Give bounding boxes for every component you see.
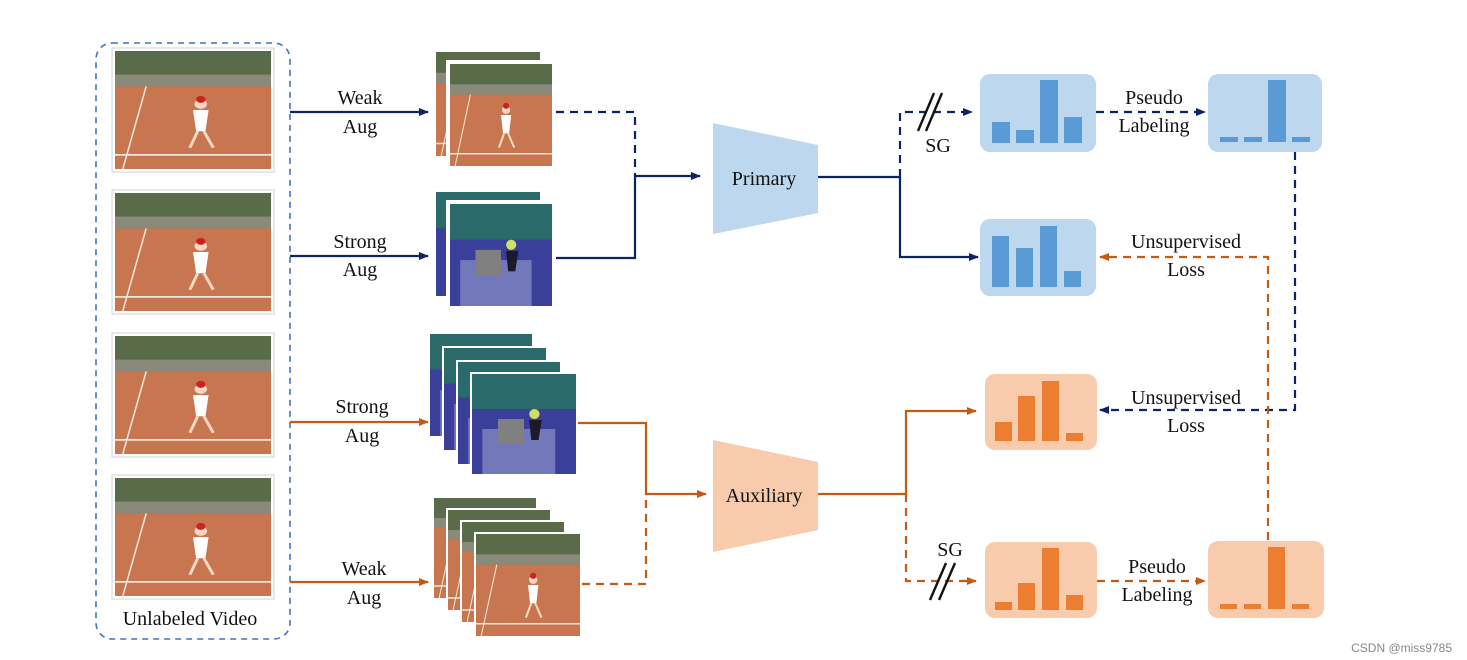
- weak-aug-top-line2: Aug: [343, 116, 377, 138]
- video-frame-2: [111, 189, 275, 315]
- primary-weak-distribution-icon: [980, 74, 1096, 152]
- auxiliary-model-shape: [713, 440, 818, 552]
- sg-bottom-label: SG: [937, 539, 963, 561]
- strong-aug-bottom-line2: Aug: [345, 425, 379, 447]
- primary-model-label: Primary: [732, 168, 796, 190]
- auxiliary-model-label: Auxiliary: [726, 485, 803, 507]
- weak-bottom-to-auxiliary-dashed: [582, 494, 648, 586]
- unsupervised-loss-top-line1: Unsupervised: [1131, 231, 1241, 253]
- weak-aug-bottom-stack: [432, 496, 582, 638]
- watermark: CSDN @miss9785: [1351, 641, 1452, 655]
- unsupervised-loss-bottom-line1: Unsupervised: [1131, 387, 1241, 409]
- aux-pseudo-to-primary-loss: [1099, 253, 1270, 540]
- video-frame-1: [111, 47, 275, 173]
- auxiliary-sg-branch: [904, 494, 977, 585]
- primary-sg-branch: [898, 108, 973, 177]
- weak-aug-bottom-line2: Aug: [347, 587, 381, 609]
- strong-aug-top-line2: Aug: [343, 259, 377, 281]
- unsupervised-loss-bottom-line2: Loss: [1167, 415, 1205, 437]
- strong-aug-bottom-line1: Strong: [335, 396, 388, 418]
- unsupervised-loss-top-line2: Loss: [1167, 259, 1205, 281]
- sg-bottom-double-slash-icon: [928, 562, 957, 601]
- video-frame-4: [111, 474, 275, 600]
- pseudo-labeling-top-line1: Pseudo: [1125, 87, 1183, 109]
- auxiliary-strong-prediction-icon: [985, 374, 1097, 450]
- video-frame-3: [111, 332, 275, 458]
- primary-pseudo-label-icon: [1208, 74, 1322, 152]
- sg-top-double-slash-icon: [916, 92, 944, 132]
- auxiliary-pred-branch: [904, 407, 977, 494]
- weak-top-to-primary-dashed: [556, 110, 637, 176]
- strong-aug-top-stack: [436, 192, 556, 310]
- pseudo-labeling-bottom-line1: Pseudo: [1128, 556, 1186, 578]
- weak-aug-bottom-line1: Weak: [341, 558, 386, 580]
- pseudo-labeling-bottom-line2: Labeling: [1121, 584, 1192, 606]
- primary-model-shape: [713, 123, 818, 234]
- unlabeled-video-frame: [95, 42, 291, 640]
- primary-pred-branch: [898, 177, 979, 261]
- primary-pseudo-to-aux-loss: [1099, 152, 1297, 414]
- auxiliary-weak-distribution-icon: [985, 542, 1097, 618]
- auxiliary-pseudo-label-icon: [1208, 541, 1324, 618]
- strong-aug-bottom-stack: [428, 332, 578, 476]
- strong-top-to-primary: [556, 172, 701, 260]
- strong-aug-top-line1: Strong: [333, 231, 386, 253]
- weak-aug-top-stack: [434, 50, 556, 170]
- pseudo-labeling-top-line2: Labeling: [1118, 115, 1189, 137]
- sg-top-label: SG: [925, 135, 951, 157]
- primary-strong-prediction-icon: [980, 219, 1096, 296]
- strong-bottom-to-auxiliary: [578, 421, 707, 498]
- weak-aug-top-line1: Weak: [337, 87, 382, 109]
- unlabeled-video-caption: Unlabeled Video: [123, 608, 258, 630]
